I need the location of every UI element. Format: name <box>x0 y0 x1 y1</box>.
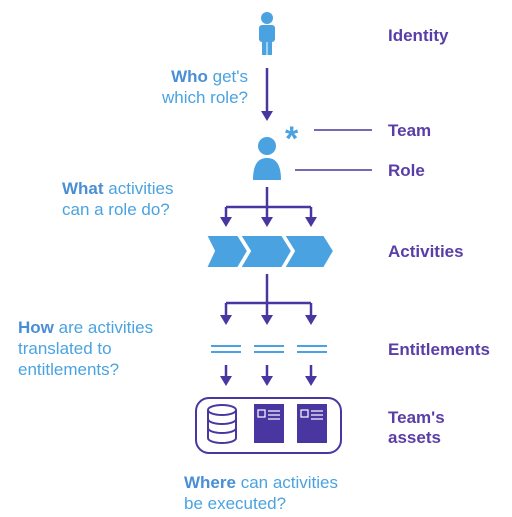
role-label: Role <box>388 161 425 180</box>
question-where: Where can activities be executed? <box>184 472 338 514</box>
assets-label-line1: Team's <box>388 408 445 427</box>
server-icon <box>297 404 327 443</box>
asterisk-icon: * <box>285 120 299 158</box>
question-how: How are activities translated to entitle… <box>18 317 153 380</box>
question-what-strong: What <box>62 179 104 198</box>
question-who-line2: which role? <box>162 88 248 107</box>
question-how-line2: translated to <box>18 339 112 358</box>
database-icon <box>207 404 237 444</box>
question-where-rest: can activities <box>235 473 339 492</box>
arrows-role-to-activities <box>220 187 317 227</box>
team-label: Team <box>388 121 432 140</box>
question-who: Who get's which role? <box>162 66 248 108</box>
role-person-icon <box>253 137 281 180</box>
question-what-line2: can a role do? <box>62 200 170 219</box>
question-who-rest: get's <box>207 67 248 86</box>
question-who-line1: Who get's <box>162 66 248 87</box>
question-where-line2: be executed? <box>184 494 287 513</box>
equals-lines-icon <box>211 345 327 353</box>
chevron-process-icon <box>205 234 335 269</box>
question-how-strong: How <box>18 318 54 337</box>
assets-container <box>195 397 342 454</box>
arrows-entitlements-to-assets <box>220 365 317 386</box>
question-where-line1: Where can activities <box>184 472 338 493</box>
assets-label: Team's assets <box>388 408 445 448</box>
arrow-identity-to-role <box>261 68 273 121</box>
entitlements-label: Entitlements <box>388 340 491 359</box>
question-what-line1: What activities <box>62 178 173 199</box>
arrows-activities-to-entitlements <box>220 274 317 325</box>
server-icon <box>254 404 284 443</box>
assets-label-line2: assets <box>388 428 441 447</box>
question-who-strong: Who <box>171 67 208 86</box>
question-where-strong: Where <box>184 473 236 492</box>
identity-label: Identity <box>388 26 449 45</box>
activities-label: Activities <box>388 242 464 261</box>
question-what: What activities can a role do? <box>62 178 173 220</box>
person-icon <box>259 12 275 55</box>
question-how-rest: are activities <box>53 318 154 337</box>
question-what-rest: activities <box>103 179 174 198</box>
question-how-line1: How are activities <box>18 317 153 338</box>
question-how-line3: entitlements? <box>18 360 120 379</box>
